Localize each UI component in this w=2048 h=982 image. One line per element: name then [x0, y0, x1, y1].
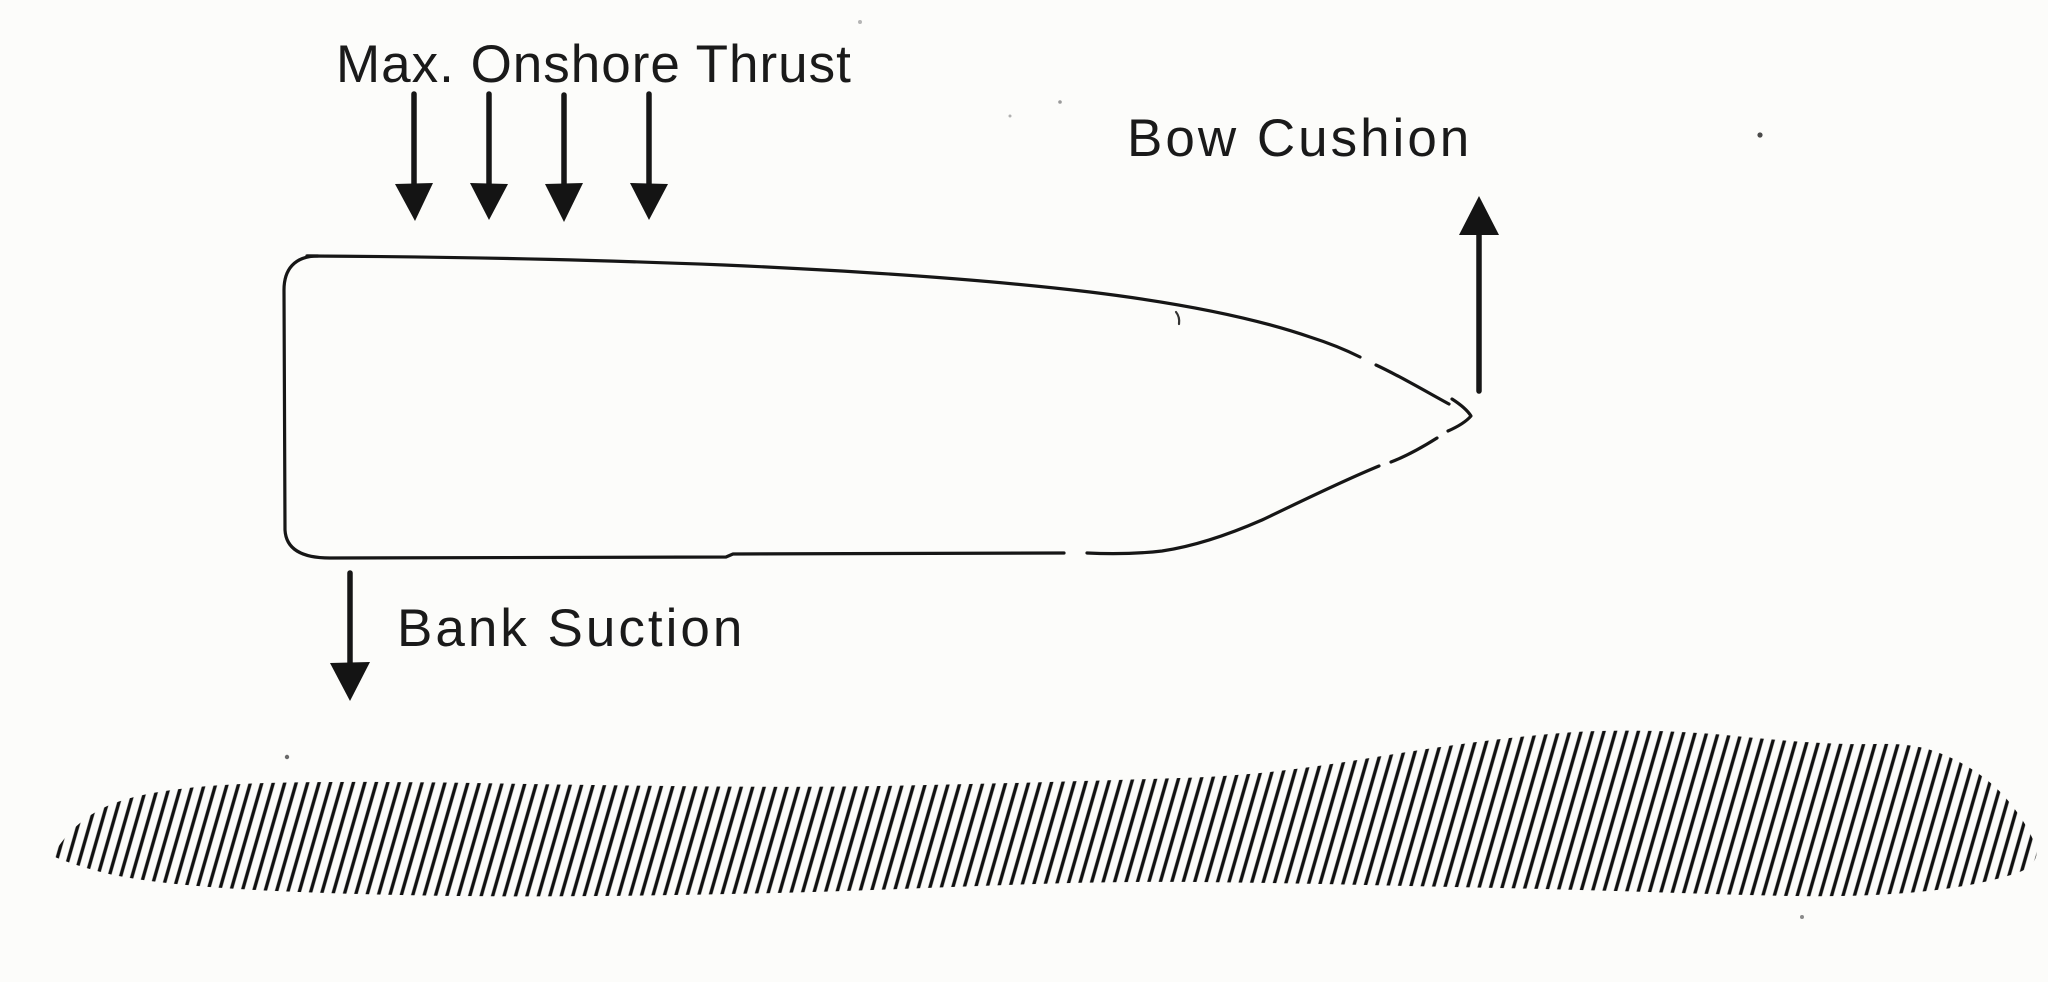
- hull-bow-tip-chevron: [1446, 397, 1473, 433]
- label-bow-cushion: Bow Cushion: [1127, 109, 1472, 168]
- speck: [1800, 915, 1804, 919]
- speck: [1058, 100, 1062, 104]
- bank-outline: [53, 730, 2037, 897]
- down-arrow: [395, 91, 433, 221]
- hull-top-edge: [305, 254, 1362, 359]
- hull-bow-upper-dash: [1374, 363, 1451, 406]
- down-arrow: [545, 92, 583, 222]
- down-arrow: [630, 91, 668, 220]
- paper-specks: [284, 20, 1804, 919]
- bank-suction-arrow: [330, 570, 370, 701]
- speck: [1008, 114, 1012, 118]
- hull-bow-lower-dash: [1389, 436, 1439, 464]
- speck: [858, 20, 862, 24]
- ship-hull-outline: [282, 254, 1473, 560]
- bank-hatched-shape: [53, 730, 2037, 897]
- speck: [284, 754, 290, 760]
- speck: [1757, 132, 1763, 138]
- onshore-thrust-arrows: [395, 91, 668, 222]
- label-max-onshore-thrust: Max. Onshore Thrust: [336, 35, 852, 94]
- hull-lower-curve: [1085, 464, 1381, 556]
- bow-cushion-arrow: [1459, 196, 1499, 394]
- hull-bottom-and-stern: [282, 254, 1066, 560]
- speck-tick: [1174, 310, 1181, 326]
- down-arrow: [470, 91, 508, 220]
- label-bank-suction: Bank Suction: [397, 599, 745, 658]
